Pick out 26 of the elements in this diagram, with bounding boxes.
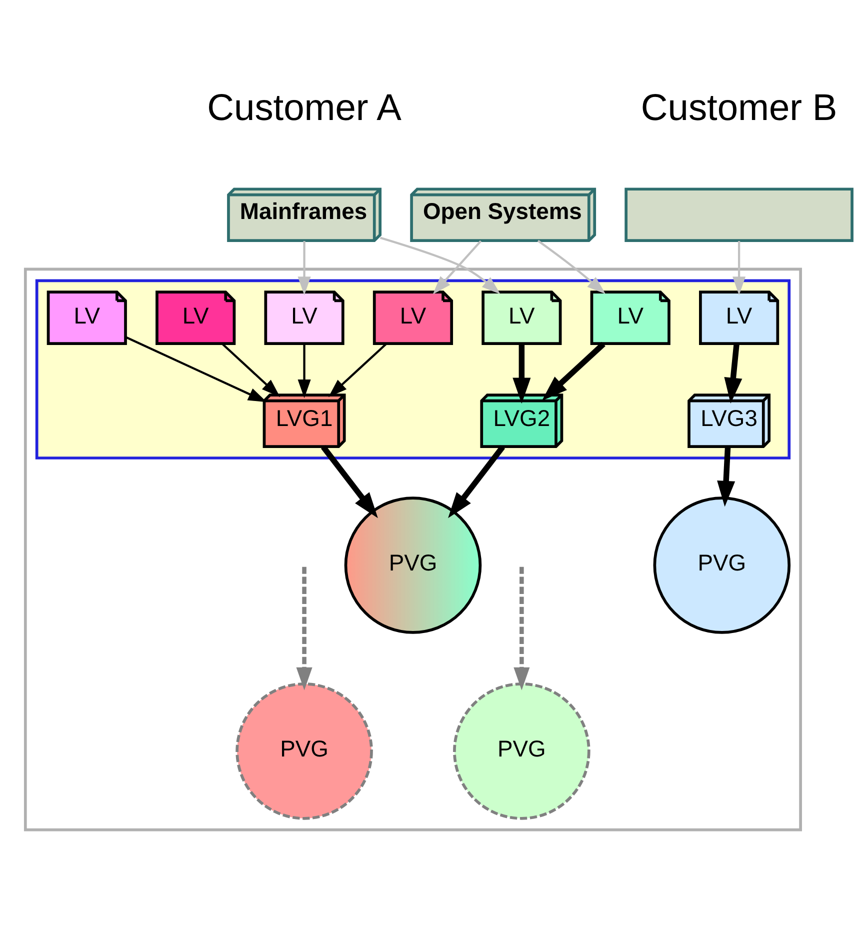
arrow [537, 240, 606, 294]
node-circle: PVG [344, 496, 482, 634]
node-circle: PVG [236, 682, 373, 820]
arrow [732, 241, 746, 296]
arrow [542, 342, 606, 401]
node-circle: PVG [653, 496, 791, 634]
arrow [432, 240, 482, 294]
arrow [298, 344, 311, 398]
arrow [514, 566, 530, 690]
node-circle: PVG [453, 682, 590, 820]
arrow [512, 344, 531, 404]
arrow [724, 344, 742, 404]
arrow [296, 566, 312, 690]
arrow [298, 241, 311, 296]
cluster [35, 279, 791, 460]
arrow [222, 343, 280, 398]
arrow [717, 446, 736, 507]
arrow [320, 445, 378, 518]
arrow [328, 343, 387, 398]
label: Customer B [640, 86, 838, 128]
label: Customer A [207, 86, 402, 128]
arrow [448, 445, 505, 518]
arrow [380, 236, 500, 294]
node-box [624, 188, 854, 242]
arrow [125, 336, 267, 402]
cluster [24, 268, 802, 832]
